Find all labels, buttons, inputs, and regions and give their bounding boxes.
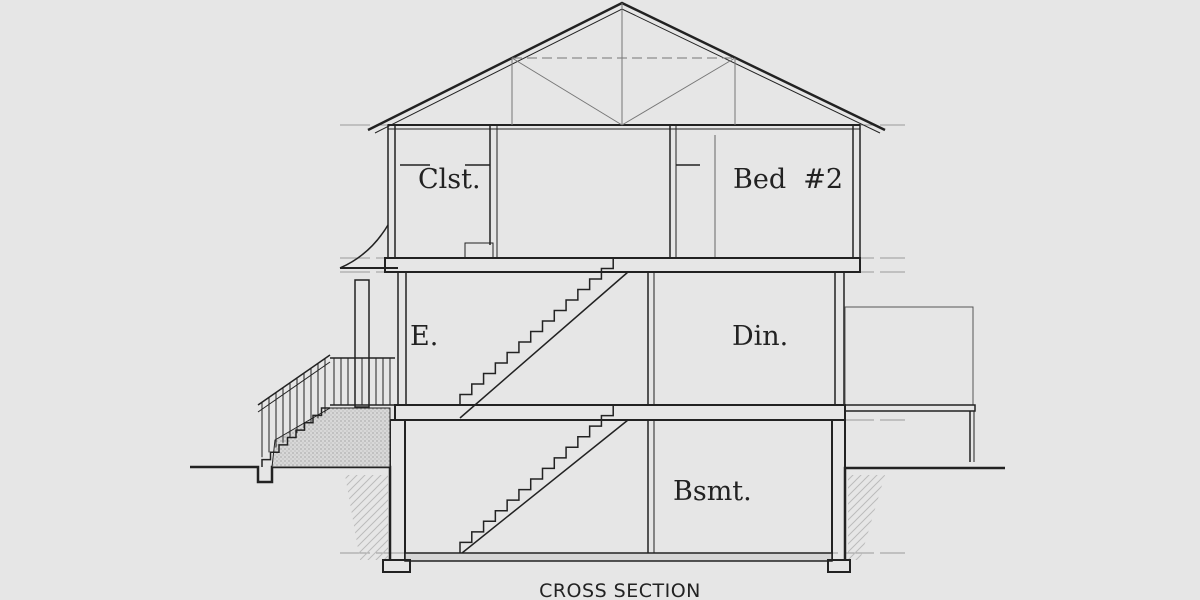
- room-label-closet: Clst.: [418, 164, 481, 195]
- rear-deck: [844, 306, 976, 462]
- porch: [257, 224, 398, 468]
- stairs: [459, 257, 629, 554]
- room-label-bedroom: Bed #2: [733, 164, 843, 195]
- room-label-entry: E.: [410, 321, 438, 352]
- drawing-caption: CROSS SECTION: [539, 580, 701, 600]
- room-label-basement: Bsmt.: [673, 476, 752, 507]
- basement: [382, 419, 851, 573]
- roof: [367, 1, 886, 134]
- earth-fill: [345, 475, 885, 560]
- room-label-dining: Din.: [732, 321, 788, 352]
- upper-floor: [384, 124, 861, 273]
